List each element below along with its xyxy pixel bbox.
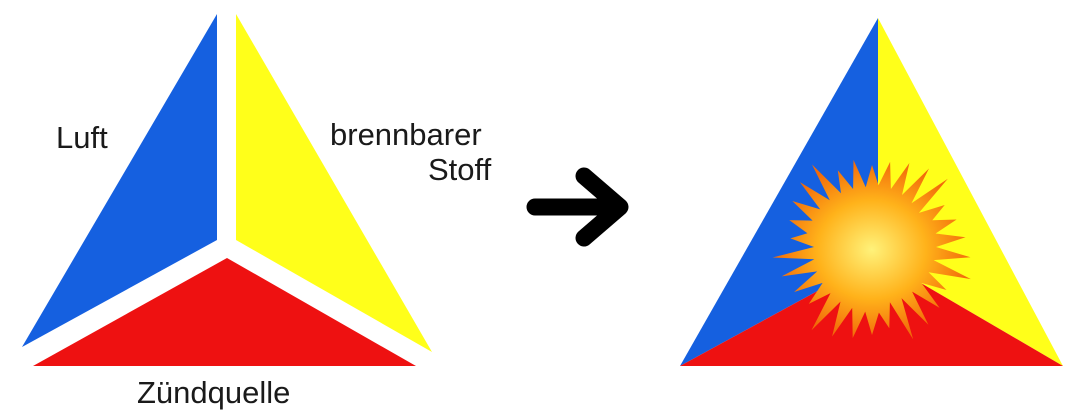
- ignition-label: Zündquelle: [137, 375, 290, 410]
- fuel-label-line2: Stoff: [428, 152, 492, 187]
- air-segment: [22, 14, 217, 347]
- air-label: Luft: [56, 120, 108, 155]
- fuel-label-line1: brennbarer: [330, 117, 482, 152]
- ignition-segment: [33, 258, 416, 366]
- complete-fire-triangle: [680, 18, 1063, 366]
- exploded-fire-triangle: Luft brennbarer Stoff Zündquelle: [22, 14, 492, 410]
- explosion-icon: [772, 159, 971, 340]
- fuel-segment: [236, 14, 432, 352]
- right-arrow-icon: [526, 167, 629, 247]
